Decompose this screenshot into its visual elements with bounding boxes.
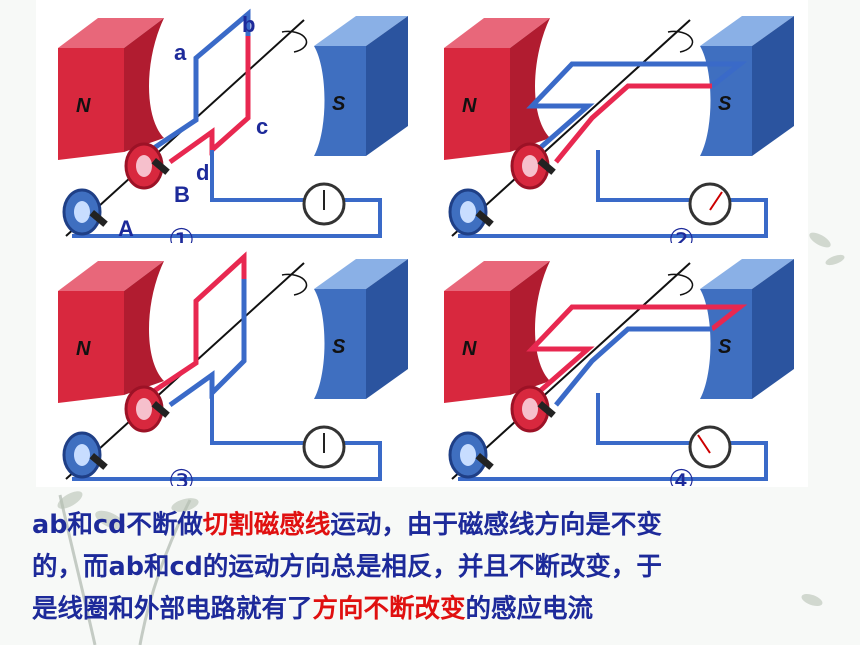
panel-2: N S ②	[422, 0, 808, 243]
coil-red-side	[152, 251, 247, 394]
north-magnet	[58, 18, 164, 48]
galvanometer	[688, 182, 732, 226]
caption-text: ab和cd不断做	[32, 510, 203, 540]
north-magnet	[58, 291, 124, 403]
caption-highlight: 方向不断改变	[312, 594, 466, 624]
label-a: a	[174, 40, 187, 65]
coil-blue-side	[168, 279, 247, 408]
caption-text: 的，而ab和cd的运动方向总是相反，并且不断改变，于	[32, 552, 662, 582]
north-magnet	[444, 48, 510, 160]
caption-text: 是线圈和外部电路就有了	[32, 594, 313, 624]
pole-n-label: N	[462, 338, 477, 360]
south-magnet	[700, 46, 752, 156]
coil-red-side	[554, 83, 712, 164]
panel-number: ①	[168, 223, 195, 243]
panel-number: ③	[168, 464, 195, 486]
south-magnet	[314, 16, 408, 46]
label-c: c	[256, 114, 268, 139]
coil-blue-side	[526, 61, 748, 150]
pole-s-label: S	[332, 336, 346, 358]
brush-b	[151, 158, 170, 175]
caption-text: 运动，由于磁感线方向是不变	[330, 510, 662, 540]
brush-a	[89, 210, 108, 227]
pole-s-label: S	[718, 93, 732, 115]
caption-line-1: ab和cd不断做切割磁感线运动，由于磁感线方向是不变	[32, 505, 662, 545]
rotation-axis	[451, 19, 691, 237]
label-d: d	[196, 160, 209, 185]
pole-s-label: S	[718, 336, 732, 358]
pole-n-label: N	[76, 338, 91, 360]
coil-red-side	[526, 304, 748, 393]
caption-line-3: 是线圈和外部电路就有了方向不断改变的感应电流	[32, 589, 593, 629]
rotation-axis	[451, 262, 691, 480]
label-b: b	[242, 12, 255, 37]
panel-4: N S ④	[422, 243, 808, 486]
caption-highlight: 切割磁感线	[202, 510, 331, 540]
panel-number: ②	[668, 223, 695, 243]
generator-diagram: N S a b c d B A ①	[36, 0, 808, 487]
panel-number: ④	[668, 464, 695, 486]
caption-text: 的感应电流	[465, 594, 594, 624]
panel-1: N S a b c d B A ①	[36, 0, 422, 243]
pole-n-label: N	[76, 95, 91, 117]
coil-blue-side	[554, 326, 712, 407]
coil-blue-side	[152, 8, 251, 151]
panel-3: N S ③	[36, 243, 422, 486]
pole-n-label: N	[462, 95, 477, 117]
galvanometer	[688, 425, 732, 469]
south-magnet	[314, 289, 366, 399]
pole-s-label: S	[332, 93, 346, 115]
label-ring-a: A	[118, 216, 134, 241]
caption-line-2: 的，而ab和cd的运动方向总是相反，并且不断改变，于	[32, 547, 662, 587]
south-magnet	[700, 289, 752, 399]
label-ring-b: B	[174, 182, 190, 207]
north-magnet	[444, 291, 510, 403]
